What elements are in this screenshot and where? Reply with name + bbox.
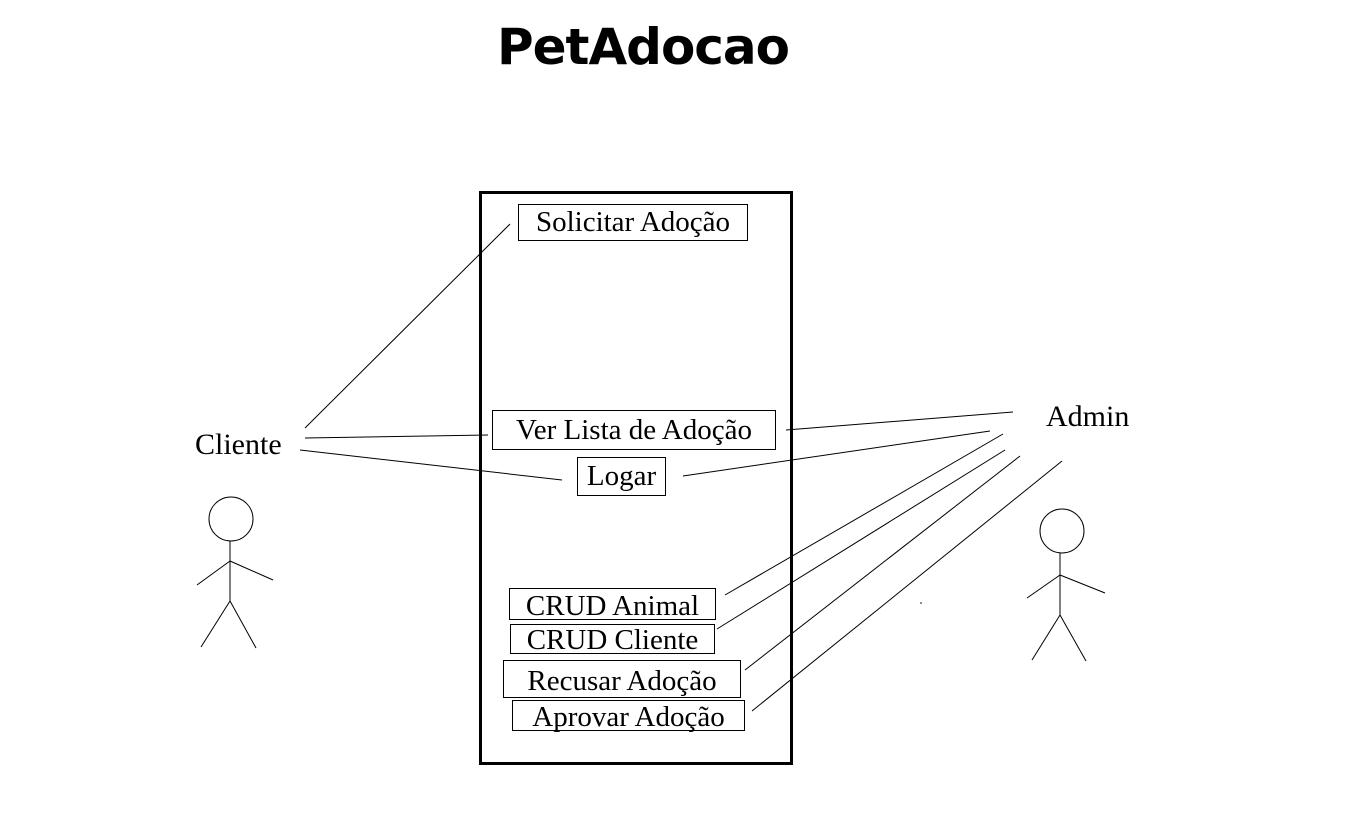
use-case-label: Ver Lista de Adoção <box>516 414 752 446</box>
use-case-solicitar-adocao: Solicitar Adoção <box>518 204 748 241</box>
line-admin-logar <box>682 430 991 477</box>
use-case-label: Aprovar Adoção <box>532 701 725 733</box>
use-case-aprovar-adocao: Aprovar Adoção <box>512 700 745 733</box>
line-cliente-solicitar <box>304 223 511 429</box>
use-case-label: CRUD Cliente <box>526 624 699 656</box>
use-case-label: Logar <box>586 460 657 492</box>
use-case-crud-animal: CRUD Animal <box>509 588 716 622</box>
use-case-crud-cliente: CRUD Cliente <box>510 624 715 656</box>
actor-label-admin: Admin <box>1046 400 1130 433</box>
actor-cliente-figure <box>196 496 274 649</box>
system-boundary <box>479 191 793 765</box>
actor-label-cliente: Cliente <box>195 428 282 461</box>
diagram-title: PetAdocao <box>497 18 790 76</box>
line-cliente-ver-lista <box>304 434 489 439</box>
line-admin-crud-animal <box>724 433 1004 596</box>
use-case-logar: Logar <box>577 457 666 496</box>
use-case-recusar-adocao: Recusar Adoção <box>503 660 741 698</box>
line-admin-crud-cliente <box>716 449 1006 630</box>
line-admin-aprovar <box>751 460 1063 712</box>
use-case-label: Solicitar Adoção <box>535 206 731 238</box>
use-case-label: CRUD Animal <box>525 590 700 622</box>
use-case-ver-lista-de-adocao: Ver Lista de Adoção <box>492 410 776 450</box>
line-admin-ver-lista <box>785 411 1014 431</box>
actor-admin-figure <box>1026 508 1106 662</box>
line-cliente-logar <box>299 449 563 481</box>
use-case-label: Recusar Adoção <box>527 665 717 697</box>
